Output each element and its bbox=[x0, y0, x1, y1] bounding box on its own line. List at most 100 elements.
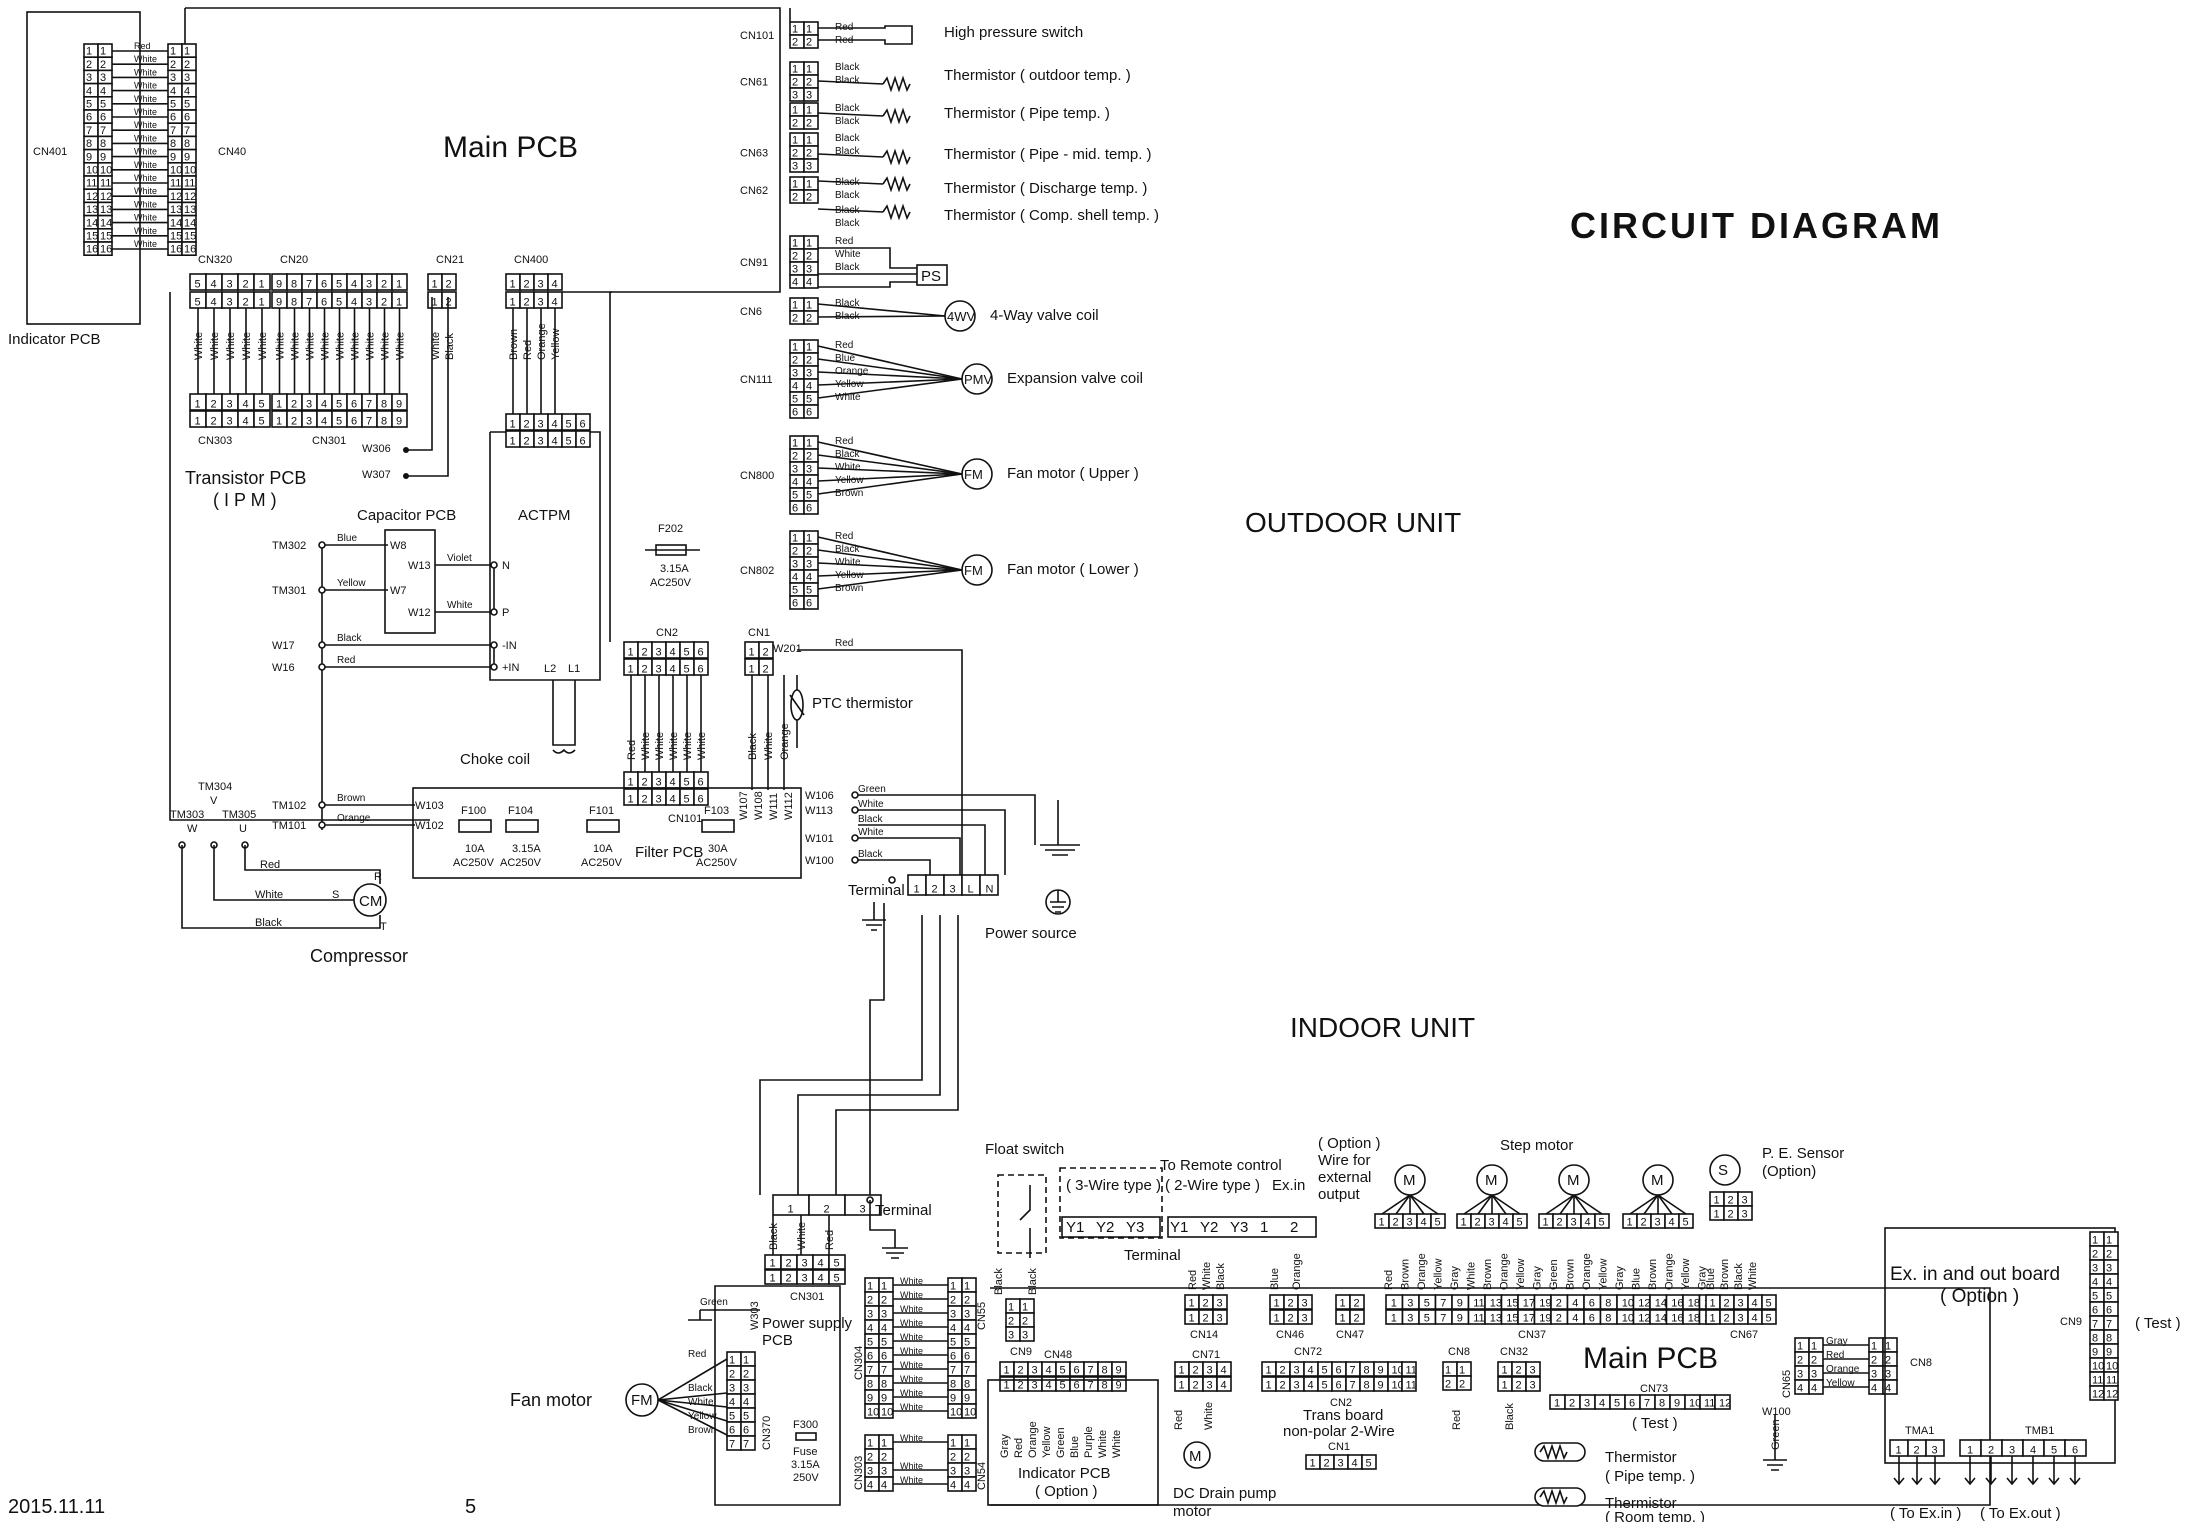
cn401b-pin-label: 7 bbox=[100, 125, 106, 137]
cn54-pin-label: 2 bbox=[950, 1452, 956, 1464]
top-wire-color: Brown bbox=[508, 329, 520, 360]
cn40-wire-color: White bbox=[134, 160, 157, 170]
cn37-wire: White bbox=[1466, 1262, 1478, 1290]
cn46b-pin-label: 1 bbox=[1274, 1313, 1280, 1325]
choke-symbol bbox=[552, 748, 576, 754]
cn301-pin-label: 8 bbox=[381, 399, 387, 411]
cn65b-pin-label: 2 bbox=[1811, 1355, 1817, 1367]
cn301b-pin-label: 7 bbox=[366, 416, 372, 428]
right-conn-8b-pin-label: 3 bbox=[806, 368, 812, 380]
cn37-wire: Red bbox=[1383, 1270, 1395, 1290]
cn67-wire: White bbox=[1747, 1262, 1759, 1290]
ex-cn9b-pin-label: 4 bbox=[2106, 1277, 2112, 1289]
cn48-pin-label: 7 bbox=[1088, 1365, 1094, 1377]
step-motor-conn-pin-label: 4 bbox=[1585, 1217, 1591, 1229]
float-wire: Black bbox=[993, 1268, 1005, 1295]
w-terminal-label: W101 bbox=[805, 833, 834, 845]
cn40-pin-label: 2 bbox=[170, 59, 176, 71]
svg-text:FM: FM bbox=[964, 563, 983, 578]
indoor-wire-color: White bbox=[796, 1222, 808, 1250]
cn8ext-pin-label: 3 bbox=[1871, 1369, 1877, 1381]
svg-text:CN8: CN8 bbox=[1448, 1346, 1470, 1358]
cn73-pin-label: 2 bbox=[1569, 1398, 1575, 1410]
top-connector-1-pin-label: 6 bbox=[321, 279, 327, 291]
actpm-connb-pin-label: 6 bbox=[580, 436, 586, 448]
ptc-thermistor-label: PTC thermistor bbox=[812, 695, 913, 712]
step-motor-conn-pin-label: 1 bbox=[1543, 1217, 1549, 1229]
top-connector-2b-pin bbox=[441, 291, 457, 309]
svg-text:Thermistor: Thermistor bbox=[1605, 1449, 1677, 1466]
top-wire-color: White bbox=[257, 332, 269, 360]
cn40b-pin bbox=[181, 241, 197, 256]
top-connector-1-pin-label: 5 bbox=[336, 279, 342, 291]
top-wire-color: Black bbox=[444, 333, 456, 360]
cn37-wire: Yellow bbox=[1680, 1259, 1692, 1290]
top-connector-name: CN20 bbox=[280, 254, 308, 266]
cn37-pin-label: 1 bbox=[1391, 1298, 1397, 1310]
top-wire-color: Orange bbox=[536, 323, 548, 360]
cn65-pin-label: 3 bbox=[1797, 1369, 1803, 1381]
right-conn-9b-pin-label: 1 bbox=[806, 438, 812, 450]
fuse-body bbox=[505, 819, 539, 833]
fuse-body bbox=[586, 819, 620, 833]
cn37-wire: Gray bbox=[1532, 1266, 1544, 1290]
indoor-cn301-pin bbox=[828, 1254, 846, 1270]
cn72-pin-label: 5 bbox=[1322, 1365, 1328, 1377]
cn8extb-pin-label: 1 bbox=[1885, 1341, 1891, 1353]
cn40b-pin-label: 6 bbox=[184, 112, 190, 124]
cn301b-pin-label: 8 bbox=[381, 416, 387, 428]
cn304-pin-label: 6 bbox=[867, 1351, 873, 1363]
cn55b-pin-label: 4 bbox=[964, 1323, 970, 1335]
cn37-pin-label: 11 bbox=[1473, 1298, 1484, 1310]
svg-text:W102: W102 bbox=[415, 820, 444, 832]
svg-text:White: White bbox=[688, 1397, 714, 1408]
cn303ib-pin-label: 1 bbox=[881, 1438, 887, 1450]
right-conn-1-pin-label: 3 bbox=[792, 90, 798, 102]
cn303-pin-label: 2 bbox=[211, 399, 217, 411]
cn67b-pin-label: 3 bbox=[1738, 1313, 1744, 1325]
indoor-cn301b-pin-label: 4 bbox=[818, 1273, 824, 1285]
cn40-label: CN40 bbox=[218, 146, 246, 158]
indoor-cn301b-pin-label: 3 bbox=[802, 1273, 808, 1285]
cn67b-pin-label: 4 bbox=[1752, 1313, 1758, 1325]
cn32b-pin-label: 2 bbox=[1516, 1380, 1522, 1392]
svg-text:White: White bbox=[900, 1332, 923, 1342]
right-conn-8-pin-label: 3 bbox=[792, 368, 798, 380]
actpm-conn-pin-label: 4 bbox=[552, 419, 558, 431]
cn46b-pin-label: 2 bbox=[1288, 1313, 1294, 1325]
svg-text:DC Drain pump: DC Drain pump bbox=[1173, 1485, 1276, 1502]
cn37-wire: Gray bbox=[1449, 1266, 1461, 1290]
cn401b-pin-label: 14 bbox=[100, 217, 112, 229]
cn73-pin-label: 8 bbox=[1659, 1398, 1665, 1410]
cn8extb-pin-label: 4 bbox=[1885, 1383, 1891, 1395]
cn303-pin-label: 4 bbox=[243, 399, 249, 411]
cn73-pin-label: 12 bbox=[1719, 1398, 1731, 1410]
cn304b-pin-label: 9 bbox=[881, 1393, 887, 1405]
right-conn-4-pin-label: 2 bbox=[792, 192, 798, 204]
cap-terminal-label: W8 bbox=[390, 540, 407, 552]
cn401b-pin-label: 1 bbox=[100, 46, 106, 58]
w-terminal-label: W107 bbox=[738, 791, 750, 820]
svg-text:TM304: TM304 bbox=[198, 781, 232, 793]
transistor-pcb-outline bbox=[169, 292, 430, 821]
cn72-pin-label: 1 bbox=[1266, 1365, 1272, 1377]
power-source-label: Power source bbox=[985, 925, 1077, 942]
cn48b-pin-label: 9 bbox=[1116, 1380, 1122, 1392]
cap-terminal-label: W12 bbox=[408, 607, 431, 619]
compressor-label: Compressor bbox=[310, 946, 408, 966]
outdoor-terminal-pin-label: 3 bbox=[950, 884, 956, 896]
cn2-pin-label: 3 bbox=[656, 647, 662, 659]
right-wire-color: White bbox=[835, 462, 861, 473]
cn303b-pin-label: 2 bbox=[211, 416, 217, 428]
w100-wire: Green bbox=[1770, 1419, 1782, 1450]
svg-text:2: 2 bbox=[1290, 1219, 1298, 1236]
right-conn-0b-pin bbox=[803, 34, 819, 49]
svg-text:Y2: Y2 bbox=[1096, 1219, 1114, 1236]
cn37-pin-label: 16 bbox=[1671, 1298, 1683, 1310]
svg-text:M: M bbox=[1403, 1172, 1416, 1189]
step-motor-conn-pin-label: 4 bbox=[1421, 1217, 1427, 1229]
cap-terminal-label: W13 bbox=[408, 560, 431, 572]
cn40b-pin-label: 11 bbox=[184, 178, 195, 190]
svg-text:TM305: TM305 bbox=[222, 809, 256, 821]
